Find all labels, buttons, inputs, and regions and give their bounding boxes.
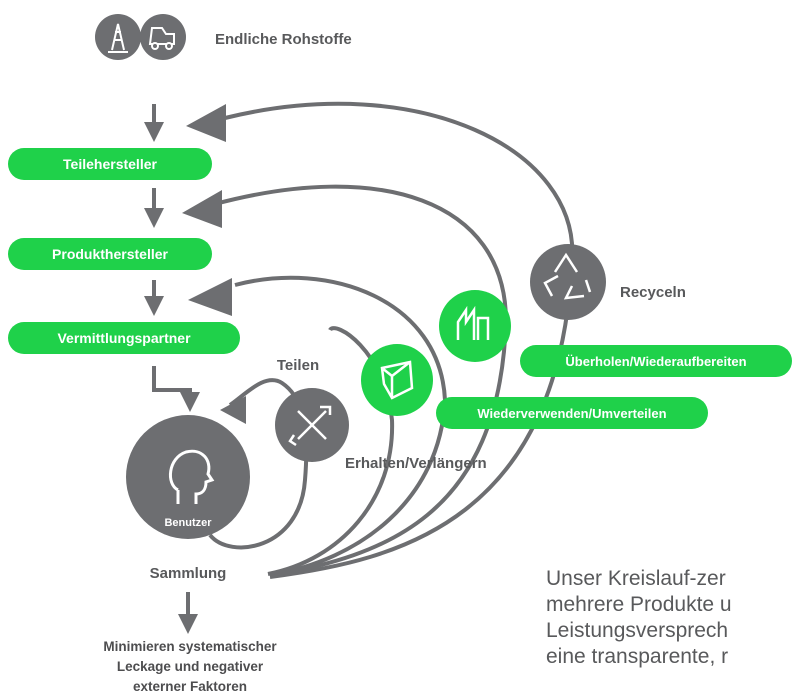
box-icon (361, 344, 433, 416)
maintain-loop (267, 326, 395, 576)
maintain-label: Erhalten/Verlängern (345, 455, 487, 472)
refurbish-loop-arrowhead (182, 190, 222, 228)
share-label: Teilen (277, 357, 319, 374)
parts-maker-pill (8, 148, 212, 180)
head-icon (169, 449, 215, 504)
reuse-pill (436, 397, 708, 429)
recycle-loop (224, 101, 575, 579)
intro-paragraph: Unser Kreislauf-zer mehrere Produkte u L… (546, 566, 792, 670)
refurbish-label: Überholen/Wiederaufbereiten (565, 354, 746, 369)
share-loop-arrowhead (220, 396, 246, 424)
product-maker-pill (8, 238, 212, 270)
partner-pill (8, 322, 240, 354)
intro-line-3: Leistungsversprech (546, 619, 729, 642)
user-circle (126, 415, 250, 539)
recycle-label: Recyceln (620, 284, 686, 301)
parts-maker-label: Teilehersteller (63, 156, 157, 172)
intro-line-2: mehrere Produkte u (546, 593, 732, 616)
user-label: Benutzer (164, 517, 212, 529)
intro-line-4: eine transparente, r (546, 645, 729, 668)
recycle-loop-arrowhead (186, 104, 226, 142)
refurbish-pill (520, 345, 792, 377)
leakage-line-1: Minimieren systematischer (103, 639, 277, 654)
mining-truck-icon (140, 14, 186, 60)
collection-label: Sammlung (150, 565, 227, 582)
product-maker-label: Produkthersteller (52, 246, 168, 262)
reuse-label: Wiederverwenden/Umverteilen (477, 406, 666, 421)
raw-materials-label: Endliche Rohstoffe (215, 31, 352, 48)
recycle-icon (530, 244, 606, 320)
intro-line-1: Unser Kreislauf-zer (546, 567, 726, 590)
oil-derrick-icon (95, 14, 141, 60)
leakage-line-2: Leckage und negativer (117, 659, 264, 674)
return-loops (208, 101, 575, 579)
leakage-line-3: externer Faktoren (133, 679, 247, 694)
partner-label: Vermittlungspartner (57, 330, 191, 346)
raw-materials-icons (95, 14, 186, 60)
chain-arrows (144, 104, 200, 634)
reuse-loop-arrowhead (188, 278, 232, 316)
